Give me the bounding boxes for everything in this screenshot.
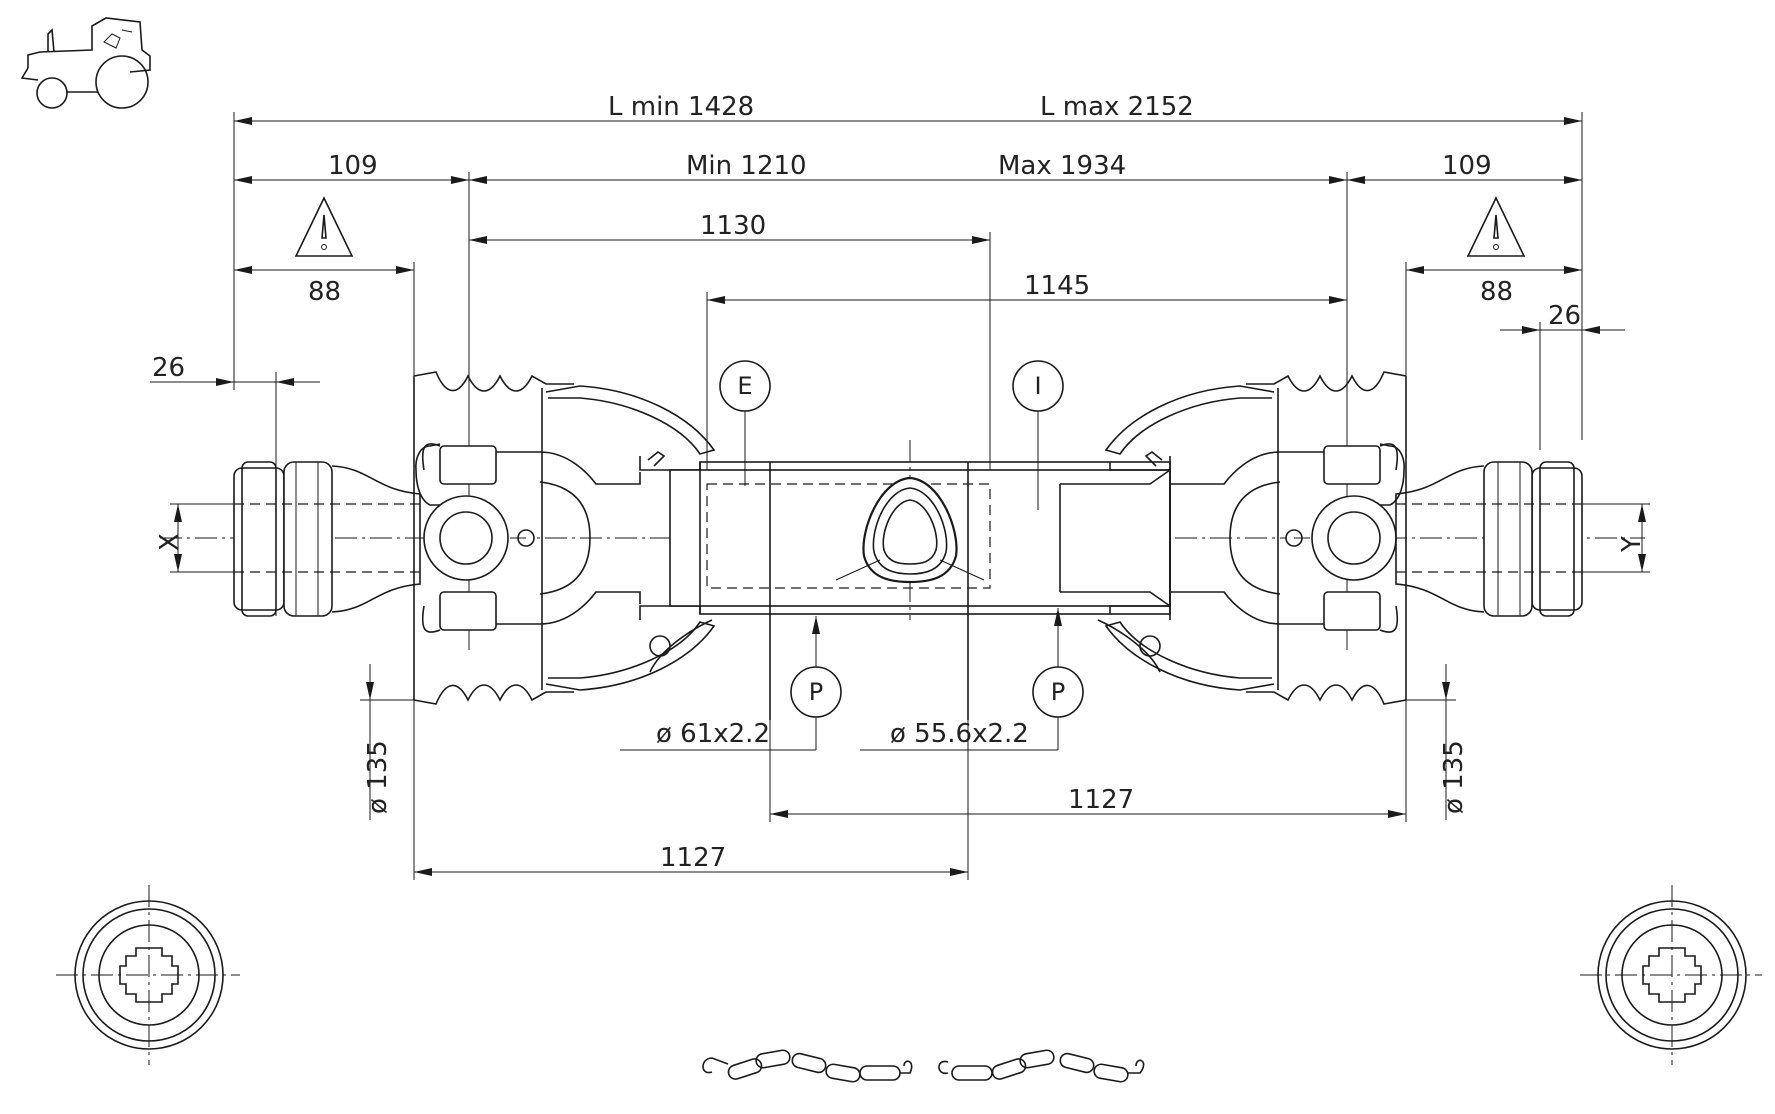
l-max-label: L max 2152 (1040, 92, 1194, 122)
tube-outer-diameter-label: ø 61x2.2 (656, 719, 770, 749)
right-88-label: 88 (1480, 277, 1513, 307)
tube-profile-section (835, 440, 985, 620)
max-1934-label: Max 1934 (998, 151, 1126, 181)
left-guard-diameter-label: ø 135 (363, 740, 393, 814)
svg-text:P: P (1051, 678, 1065, 706)
spline-end-view-icon (56, 885, 240, 1065)
callout-internal-tube: I (1012, 360, 1064, 510)
right-guard-bellows (1097, 371, 1407, 705)
tractor-icon (20, 17, 151, 109)
safety-chain-icon (702, 1049, 913, 1083)
callout-profile-right: P ø 55.6x2.2 (860, 608, 1084, 751)
dimension-1145: 1145 (706, 271, 1347, 470)
left-universal-joint (415, 443, 641, 633)
second-row-dimensions: 109 Min 1210 Max 1934 109 (234, 151, 1582, 650)
spline-end-view-icon (1580, 885, 1762, 1065)
svg-text:E: E (737, 372, 752, 400)
tube-inner-diameter-label: ø 55.6x2.2 (890, 719, 1029, 749)
right-universal-joint (1170, 443, 1405, 633)
bottom-1127-dimension-left: 1127 (413, 700, 969, 880)
left-guard-diameter-dimension: ø 135 (360, 664, 416, 820)
left-88-dimension: 88 (234, 262, 415, 380)
right-guard-diameter-label: ø 135 (1439, 740, 1469, 814)
left-spline-hub (233, 461, 421, 617)
bottom-1127-dimension-right: 1127 (769, 700, 1407, 822)
y-dimension: Y (1580, 503, 1650, 573)
x-dimension: X (155, 503, 240, 573)
callout-external-tube: E (719, 360, 771, 486)
svg-text:P: P (809, 678, 823, 706)
safety-chain-icon (938, 1049, 1145, 1083)
left-109-label: 109 (328, 151, 378, 181)
d-1145-label: 1145 (1024, 271, 1090, 301)
svg-text:I: I (1034, 372, 1041, 400)
left-26-dimension: 26 (150, 353, 320, 616)
dimension-1130: 1130 (469, 211, 991, 470)
left-26-label: 26 (152, 353, 185, 383)
x-label: X (155, 533, 185, 551)
warning-triangle-icon (1466, 196, 1526, 257)
left-88-label: 88 (308, 277, 341, 307)
y-label: Y (1617, 536, 1647, 553)
right-26-dimension: 26 (1500, 301, 1625, 450)
callout-profile-left: P ø 61x2.2 (620, 616, 842, 751)
right-spline-hub (1395, 461, 1583, 617)
d-1130-label: 1130 (700, 211, 766, 241)
right-109-label: 109 (1442, 151, 1492, 181)
min-1210-label: Min 1210 (686, 151, 807, 181)
bottom-1127-label-a: 1127 (1068, 785, 1134, 815)
bottom-1127-label-b: 1127 (660, 843, 726, 873)
warning-triangle-icon (294, 196, 354, 257)
overall-length-dimension: L min 1428 L max 2152 (233, 92, 1583, 440)
right-88-dimension: 88 (1405, 262, 1582, 380)
right-guard-diameter-dimension: ø 135 (1406, 664, 1469, 820)
right-26-label: 26 (1548, 301, 1581, 331)
l-min-label: L min 1428 (608, 92, 754, 122)
